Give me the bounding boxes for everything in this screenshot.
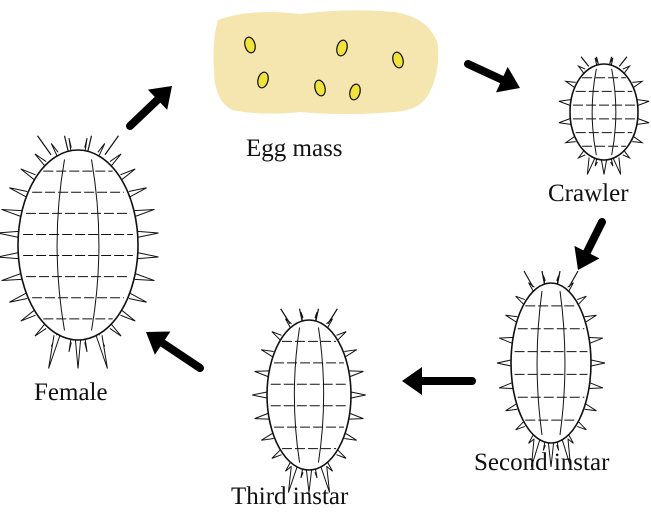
female-drawing	[0, 136, 158, 369]
third-instar-drawing	[252, 309, 365, 493]
label-third-instar: Third instar	[231, 484, 348, 509]
arrow-female-to-egg	[130, 86, 172, 126]
label-second-instar: Second instar	[474, 450, 609, 475]
arrow-third-to-female	[146, 331, 200, 368]
label-female: Female	[34, 380, 108, 405]
arrow-crawler-to-second	[574, 222, 602, 270]
egg-mass	[214, 10, 439, 114]
arrow-egg-to-crawler	[468, 64, 520, 92]
crawler-drawing	[559, 57, 649, 175]
label-egg-mass: Egg mass	[246, 136, 343, 161]
second-instar-drawing	[497, 271, 605, 467]
arrow-second-to-third	[402, 367, 472, 395]
label-crawler: Crawler	[548, 181, 629, 206]
